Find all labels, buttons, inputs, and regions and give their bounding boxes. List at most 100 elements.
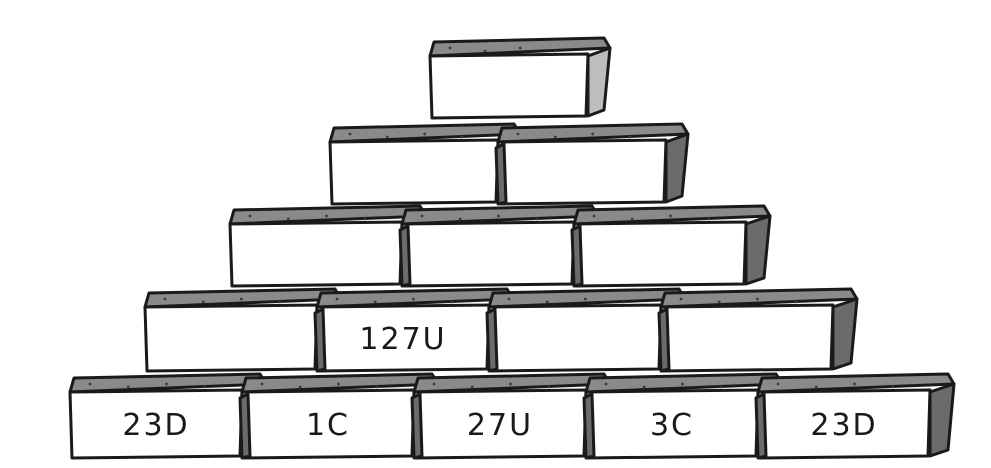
brick-label: 23D [122,408,189,443]
texture-speck [593,215,596,218]
brick-gap [756,394,766,458]
texture-speck [643,386,646,389]
texture-speck [412,298,415,301]
brick-front-face [330,140,498,204]
texture-speck [484,50,487,53]
brick [330,124,520,204]
texture-speck [509,383,512,386]
texture-speck [629,136,632,139]
brick-front-face [498,140,666,204]
texture-speck [794,301,797,304]
texture-speck [337,383,340,386]
brick [400,206,598,286]
texture-speck [605,383,608,386]
brick-side-face [588,48,610,116]
texture-speck [423,133,426,136]
texture-speck [508,298,511,301]
brick-side-face [930,384,954,456]
texture-speck [336,298,339,301]
brick-front-face [574,222,746,286]
texture-speck [240,298,243,301]
texture-speck [325,215,328,218]
brick-gap [400,226,410,286]
brick-gap [240,394,250,458]
brick [572,206,770,286]
brick: 127U [315,289,513,371]
texture-speck [631,218,634,221]
texture-speck [461,136,464,139]
brick-label: 27U [467,408,533,443]
brick-front-face [489,305,661,371]
texture-speck [386,136,389,139]
texture-speck [471,386,474,389]
texture-speck [519,47,522,50]
brick-label: 1C [306,408,350,443]
texture-speck [719,386,722,389]
texture-speck [584,298,587,301]
brick-side-face [666,134,688,202]
brick: 1C [240,374,438,458]
texture-speck [299,386,302,389]
texture-speck [89,383,92,386]
brick-side-face [746,216,770,284]
brick-front-face [430,54,588,118]
brick-front-face [145,305,317,371]
texture-speck [777,383,780,386]
brick [487,289,685,371]
brick-gap [496,144,506,204]
texture-speck [278,301,281,304]
texture-speck [554,136,557,139]
brick [659,289,857,371]
brick-label: 23D [810,408,877,443]
texture-speck [591,133,594,136]
brick-label: 3C [650,408,694,443]
texture-speck [891,386,894,389]
texture-speck [681,383,684,386]
brick-front-face [230,222,402,286]
texture-speck [202,301,205,304]
texture-speck [374,301,377,304]
texture-speck [450,301,453,304]
texture-speck [554,50,557,53]
texture-speck [815,386,818,389]
texture-speck [535,218,538,221]
texture-speck [363,218,366,221]
texture-speck [127,386,130,389]
texture-speck [669,215,672,218]
brick: 23D [70,374,266,458]
texture-speck [756,298,759,301]
brick: 23D [756,374,954,458]
texture-speck [707,218,710,221]
texture-speck [622,301,625,304]
brick-gap [487,309,497,371]
texture-speck [853,383,856,386]
texture-speck [459,218,462,221]
texture-speck [449,47,452,50]
brick [496,124,688,204]
texture-speck [349,133,352,136]
texture-speck [517,133,520,136]
texture-speck [546,301,549,304]
texture-speck [680,298,683,301]
brick-side-face [833,299,857,369]
texture-speck [164,298,167,301]
texture-speck [421,215,424,218]
brick-gap [659,309,669,371]
brick-gap [584,394,594,458]
texture-speck [287,218,290,221]
brick-front-face [661,305,833,371]
brick-label: 127U [359,322,446,357]
brick: 3C [584,374,782,458]
brick-front-face [402,222,574,286]
texture-speck [261,383,264,386]
texture-speck [433,383,436,386]
brick [430,38,610,118]
brick-gap [315,309,325,371]
texture-speck [497,215,500,218]
texture-speck [547,386,550,389]
brick [230,206,426,286]
texture-speck [375,386,378,389]
texture-speck [165,383,168,386]
